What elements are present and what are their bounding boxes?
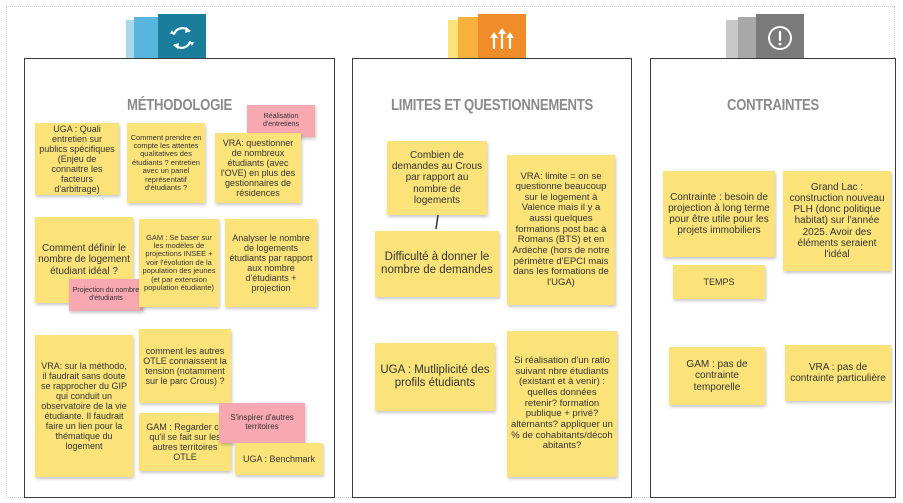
sticky-note[interactable]: comment les autres OTLE connaissent la t…	[139, 329, 231, 403]
panel-title: MÉTHODOLOGIE	[127, 97, 232, 114]
sticky-note[interactable]: Analyser le nombre de logements étudiant…	[225, 219, 317, 307]
sticky-note[interactable]: Difficulté à donner le nombre de demande…	[375, 231, 499, 297]
sticky-note[interactable]: Grand Lac : construction nouveau PLH (do…	[783, 171, 891, 271]
sticky-note[interactable]: GAM : Regarder ce qu'il se fait sur les …	[139, 413, 231, 471]
sticky-note-pink[interactable]: S'inspirer d'autres territoires	[219, 403, 305, 443]
connector-line	[435, 215, 439, 230]
refresh-arrows-icon	[158, 14, 206, 62]
sticky-note[interactable]: VRA : pas de contrainte particulière	[785, 345, 891, 401]
sticky-note[interactable]: VRA: questionner de nombreux étudiants (…	[215, 133, 301, 203]
panel-title: CONTRAINTES	[726, 97, 820, 114]
panel-title: LIMITES ET QUESTIONNEMENTS	[390, 97, 594, 114]
constraints-icon-group	[726, 14, 816, 72]
sticky-note[interactable]: VRA: limite = on se questionne beaucoup …	[507, 155, 615, 305]
sticky-note[interactable]: GAM : pas de contrainte temporelle	[669, 347, 765, 405]
sticky-note[interactable]: Comment prendre en compte les attentes q…	[127, 123, 205, 203]
exclamation-circle-icon	[756, 14, 804, 62]
sticky-note[interactable]: Contrainte : besoin de projection à long…	[663, 171, 775, 257]
sticky-note[interactable]: Combien de demandes au Crous par rapport…	[387, 141, 487, 215]
sticky-note[interactable]: Si réalisation d'un ratio suivant nbre é…	[507, 331, 617, 477]
sticky-note[interactable]: GAM : Se baser sur les modèles de projec…	[139, 219, 219, 307]
sticky-note[interactable]: UGA : Mutliplicité des profils étudiants	[375, 343, 495, 411]
panel-methodologie: MÉTHODOLOGIE UGA : Quali entretien sur p…	[24, 58, 335, 498]
upload-arrows-icon	[478, 14, 526, 62]
sticky-note[interactable]: UGA : Quali entretien sur publics spécif…	[35, 123, 119, 195]
sticky-note[interactable]: VRA: sur la méthodo, il faudrait sans do…	[35, 335, 133, 477]
sticky-note-pink[interactable]: Projection du nombre d'étudiants	[69, 279, 143, 311]
panel-contraintes: CONTRAINTES Contrainte : besoin de proje…	[650, 58, 896, 498]
sticky-note[interactable]: TEMPS	[673, 265, 765, 299]
sticky-note-pink[interactable]: Réalisation d'entretiens	[247, 105, 315, 137]
panel-limites: LIMITES ET QUESTIONNEMENTS Combien de de…	[352, 58, 632, 498]
limits-icon-group	[448, 14, 538, 72]
sticky-note[interactable]: UGA : Benchmark	[235, 443, 323, 475]
